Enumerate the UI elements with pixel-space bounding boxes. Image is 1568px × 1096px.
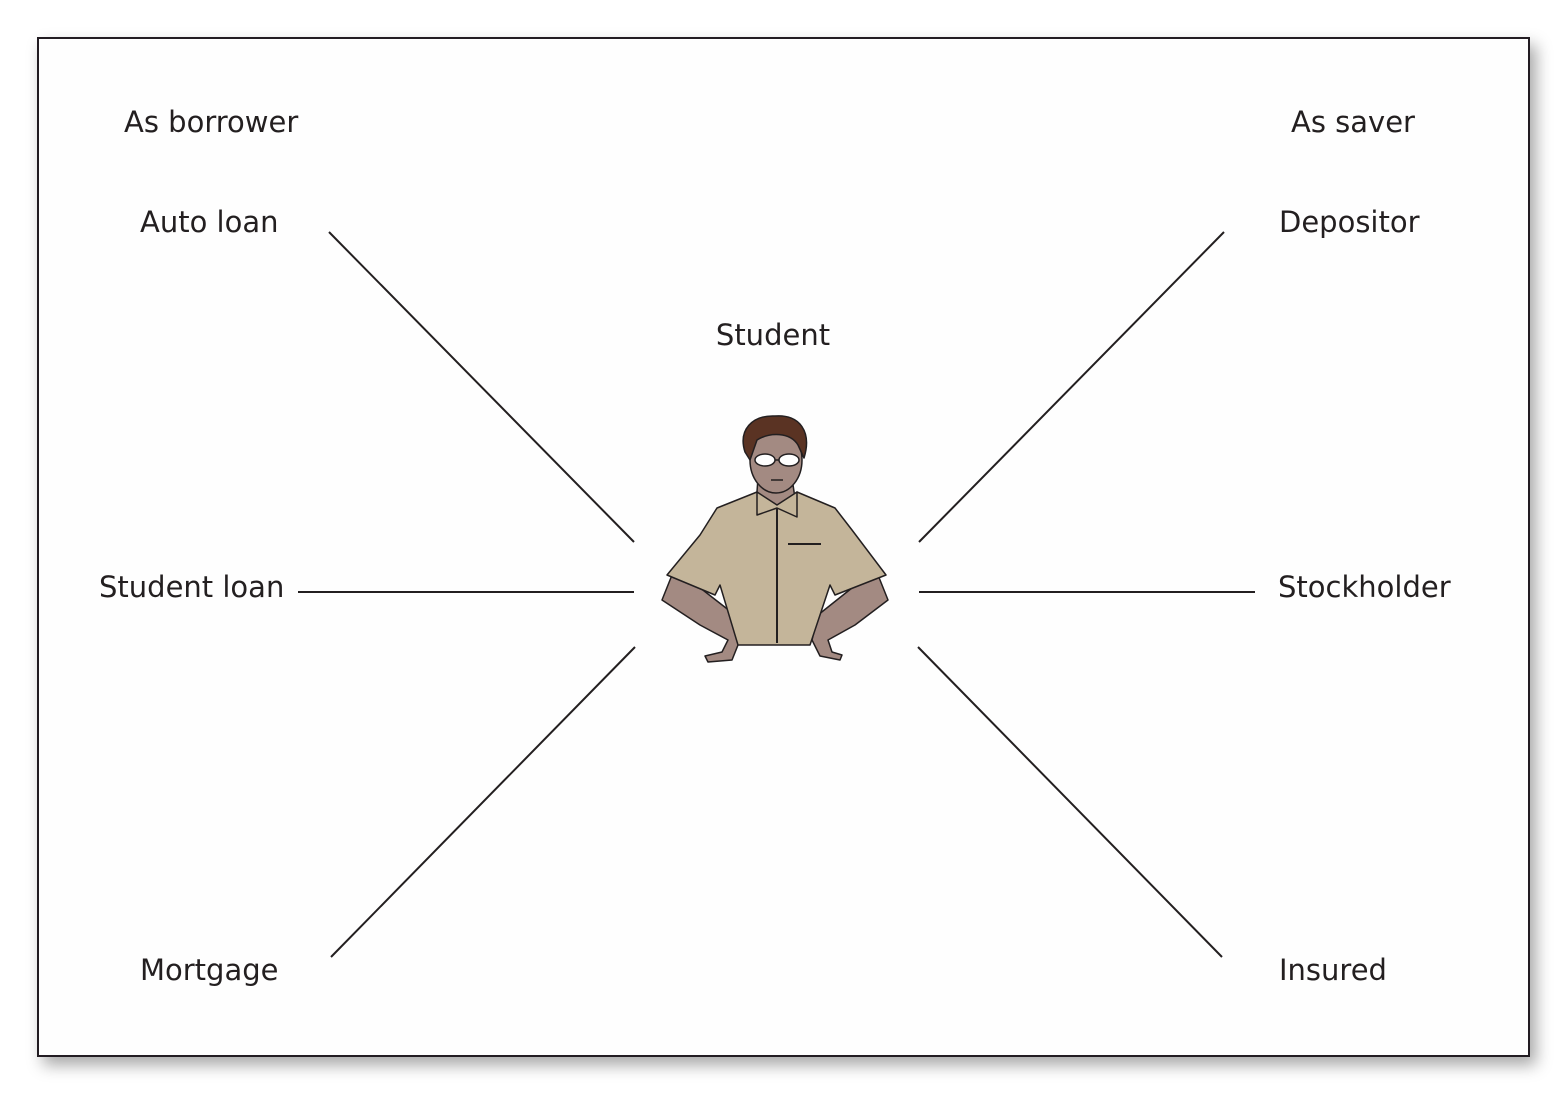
connector-mortgage	[330, 646, 636, 958]
role-student-loan: Student loan	[99, 570, 284, 604]
connector-depositor	[918, 231, 1225, 543]
student-icon	[661, 415, 889, 663]
connector-auto-loan	[328, 231, 635, 543]
center-title: Student	[716, 318, 830, 352]
role-insured: Insured	[1279, 953, 1387, 987]
left-heading: As borrower	[124, 105, 298, 139]
role-depositor: Depositor	[1279, 205, 1420, 239]
role-auto-loan: Auto loan	[140, 205, 279, 239]
role-stockholder: Stockholder	[1278, 570, 1451, 604]
role-mortgage: Mortgage	[140, 953, 279, 987]
connector-insured	[917, 646, 1223, 958]
right-heading: As saver	[1291, 105, 1415, 139]
